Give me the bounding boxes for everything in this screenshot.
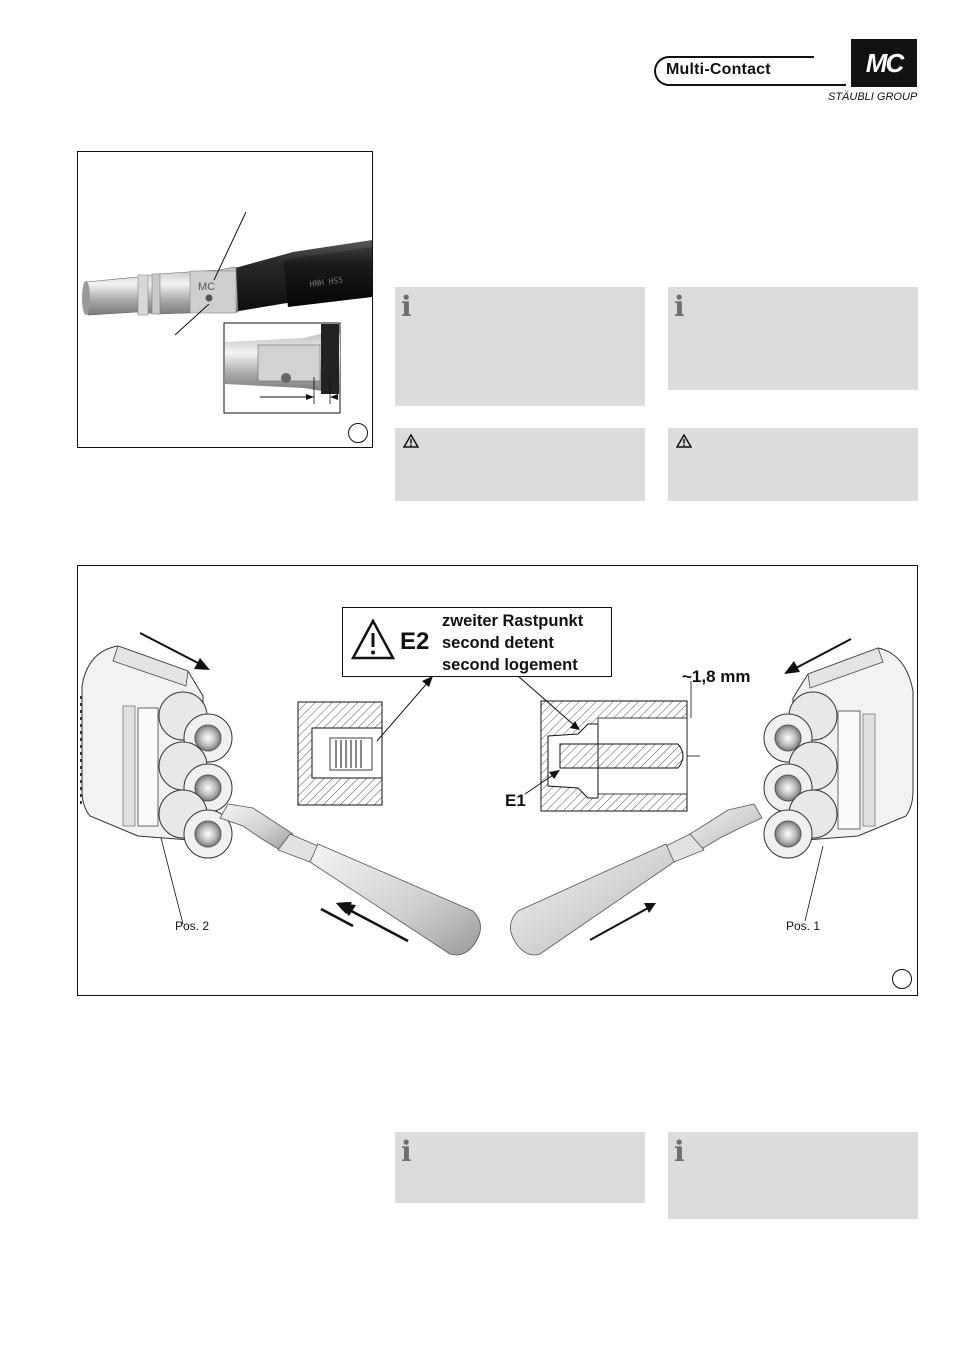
- left-connector-housing: [80, 645, 233, 925]
- warning-triangle-icon: [351, 618, 395, 660]
- callout-code: E2: [400, 628, 430, 655]
- info-icon: i: [401, 1135, 412, 1168]
- warning-triangle-icon: [676, 434, 692, 448]
- warning-note-box: [668, 428, 918, 501]
- mc-logo: MC: [851, 39, 917, 87]
- callout-line: zweiter Rastpunkt: [442, 612, 584, 630]
- right-connector-housing: [763, 647, 914, 922]
- info-note-box: i: [668, 1132, 918, 1219]
- detent-callout: E2 zweiter Rastpunkt second detent secon…: [342, 607, 612, 677]
- brand-underline: [754, 84, 846, 86]
- dimension-label: ~1,8 mm: [682, 667, 751, 686]
- info-icon: i: [674, 1135, 685, 1168]
- position-label-right: Pos. 1: [786, 919, 821, 933]
- right-contact-pin: [510, 803, 763, 956]
- position-label-left: Pos. 2: [175, 919, 210, 933]
- group-name: STÄUBLI GROUP: [828, 91, 918, 103]
- left-contact-pin: [219, 803, 481, 956]
- info-icon: i: [674, 290, 685, 323]
- crimp-contact-photo: HNH HS5 MC: [82, 211, 372, 414]
- callout-line: second logement: [442, 656, 578, 674]
- info-note-box: i: [395, 1132, 645, 1203]
- info-note-box: i: [395, 287, 645, 406]
- insertion-diagram: [80, 632, 914, 956]
- warning-triangle-icon: [403, 434, 419, 448]
- figure-crimp-contact: HNH HS5 MC: [77, 151, 373, 448]
- contact-mark: MC: [198, 281, 215, 293]
- figure-number-marker: [348, 423, 368, 443]
- brand-logo-outline: [654, 56, 814, 86]
- brand-name: Multi-Contact: [666, 61, 771, 78]
- detent-label: E1: [505, 791, 526, 810]
- figure-number-marker: [892, 969, 912, 989]
- info-note-box: i: [668, 287, 918, 390]
- callout-text: zweiter Rastpunkt second detent second l…: [442, 610, 583, 676]
- figure-contact-insertion: E2 zweiter Rastpunkt second detent secon…: [77, 565, 918, 996]
- left-section-view: [297, 676, 433, 806]
- info-icon: i: [401, 290, 412, 323]
- right-section-view: [517, 675, 700, 812]
- warning-note-box: [395, 428, 645, 501]
- callout-line: second detent: [442, 634, 554, 652]
